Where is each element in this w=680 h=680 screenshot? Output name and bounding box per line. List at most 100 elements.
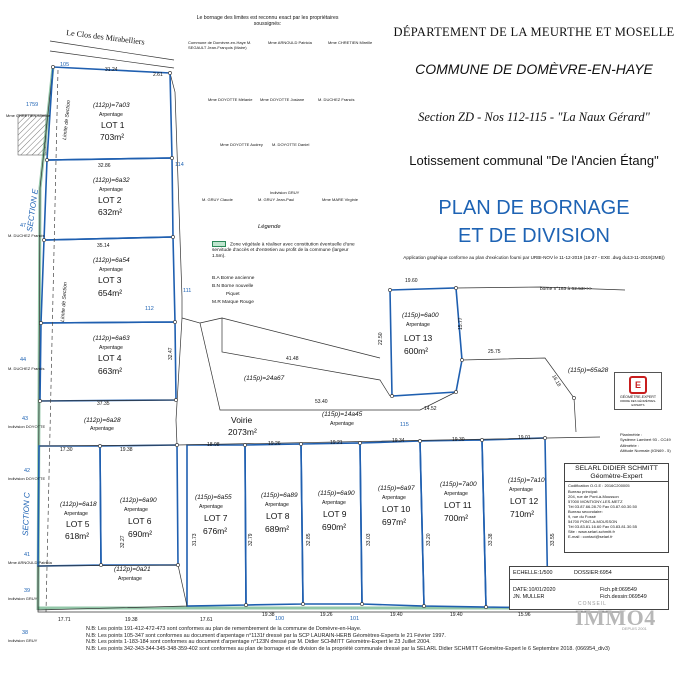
parcel-number: 111 bbox=[183, 288, 191, 294]
lot-5-area: 618m² bbox=[65, 531, 89, 541]
green-zone-swatch bbox=[212, 241, 226, 247]
note: N.B: Les points 191-412-472-473 sont con… bbox=[86, 626, 362, 632]
dimension: 19.40 bbox=[450, 612, 463, 618]
dimensions: 31.24 2.61 32.86 35.14 37.35 17.30 19.38… bbox=[58, 67, 562, 623]
dimension: 15.96 bbox=[518, 612, 531, 618]
lot-4-area: 663m² bbox=[98, 366, 122, 376]
department-title: DÉPARTEMENT DE LA MEURTHE ET MOSELLE bbox=[393, 25, 675, 39]
geometre-phone: Tél 03.87.66.28.70 Fax 03.87.60.30.50 bbox=[568, 504, 637, 509]
plan-title-line1: PLAN DE BORNAGE bbox=[438, 197, 630, 219]
geometre-website: Site : www.selarl-schmitt.fr bbox=[568, 529, 615, 534]
borne-marker bbox=[170, 156, 174, 160]
dimension: 19.34 bbox=[392, 438, 405, 444]
voirie-label: Voirie bbox=[231, 415, 253, 425]
parcel-number: 41 bbox=[24, 552, 30, 558]
parcel-number: 101 bbox=[350, 616, 359, 622]
legend-item-text: Zone végétale à réaliser avec constituti… bbox=[212, 242, 355, 259]
dimension: 35.14 bbox=[97, 243, 110, 249]
section-c-label: SECTION C bbox=[21, 492, 32, 536]
section-limit-label: Limite de Section bbox=[60, 282, 69, 322]
neighbour-name: Indivision DOYOTTE bbox=[8, 476, 45, 481]
borne-marker bbox=[173, 320, 177, 324]
dimension: 33.38 bbox=[488, 533, 494, 546]
signatory: M. DOYOTTE Daniel bbox=[272, 142, 310, 147]
street-name: Le Clos des Mirabelliers bbox=[66, 28, 145, 47]
legend-item-piquet: Piquet bbox=[226, 292, 240, 297]
lot-13-outline bbox=[389, 287, 463, 397]
lot-2-name: LOT 2 bbox=[98, 195, 122, 205]
signatory: M. GRUY Jean-Paul bbox=[258, 197, 295, 202]
lot-9-name: LOT 9 bbox=[323, 509, 347, 519]
neighbour-name: Indivision DOYOTTE bbox=[8, 424, 45, 429]
geometre-phone: Tél 03.83.81.16.60 Fax 03.83.81.30.55 bbox=[568, 524, 637, 529]
neighbour-name: M. DUCHEZ Francis bbox=[8, 366, 44, 371]
parcel-115p-14a45-arpentage: Arpentage bbox=[330, 421, 354, 427]
parcel-115p-24a67-ref: (115p)=24a67 bbox=[244, 375, 285, 382]
borne-marker bbox=[243, 443, 247, 447]
borne-marker bbox=[360, 602, 364, 606]
geometre-logo-icon: E bbox=[629, 376, 647, 394]
section-limit-label: Limite de Section bbox=[62, 100, 72, 140]
lot-10-ref: (115p)=6a97 bbox=[378, 485, 415, 492]
date-author-block: DATE:10/01/2020 JN. MULLER bbox=[513, 587, 555, 600]
dimension: 32.79 bbox=[248, 533, 254, 546]
signatory: Indivision GRUY bbox=[270, 190, 300, 195]
geometre-address: 57000 MONTIGNY-LES-METZ bbox=[568, 499, 623, 504]
lot-9-ref: (115p)=6a90 bbox=[318, 490, 355, 497]
lot-3-area: 654m² bbox=[98, 288, 122, 298]
dimension: 32.47 bbox=[168, 347, 174, 360]
geometre-address: 54700 PONT-A-MOUSSON bbox=[568, 519, 618, 524]
dimension: 32.85 bbox=[306, 533, 312, 546]
note: N.B: Les points 342-343-344-345-348-359-… bbox=[86, 645, 610, 652]
lot-2-area: 632m² bbox=[98, 207, 122, 217]
lot-7-area: 676m² bbox=[203, 526, 227, 536]
borne-marker bbox=[418, 439, 422, 443]
watermark-brand: IMMO4 bbox=[575, 605, 656, 630]
borne-marker bbox=[99, 563, 103, 567]
signatory: Mme DOYOTTE Audrey bbox=[220, 142, 263, 147]
signatory: Commune de Domèvre-en-Haye M. SEGAULT Je… bbox=[188, 40, 252, 50]
north-east-boundary bbox=[455, 286, 626, 291]
dimension: 2.61 bbox=[153, 72, 163, 78]
borne-marker bbox=[42, 238, 46, 242]
plan-title-line2: ET DE DIVISION bbox=[458, 225, 610, 247]
parcel-number: 105 bbox=[60, 62, 69, 68]
parcel-number: 38 bbox=[22, 630, 28, 636]
lot-10-arpentage: Arpentage bbox=[382, 495, 406, 501]
info-line: Altitude Normale (IGN69 - 5) bbox=[620, 448, 671, 454]
signatory: M. GRUY Claude bbox=[202, 197, 233, 202]
dimension: 19.38 bbox=[120, 447, 133, 453]
signatory: Mme DOYOTTE Mélanie bbox=[208, 97, 253, 102]
borne-marker bbox=[98, 444, 102, 448]
borne-marker bbox=[454, 390, 458, 394]
lot-labels: (112p)=7a03 Arpentage LOT 1 703m² (112p)… bbox=[60, 102, 609, 582]
lot-5-ref: (112p)=6a18 bbox=[60, 501, 97, 508]
neighbour-name: Mme CHRETIEN Mireille bbox=[6, 113, 51, 118]
neighbour-name: Mme ARNOULD Patricia bbox=[8, 560, 53, 565]
dimension: 31.73 bbox=[192, 533, 198, 546]
neighbour-name: Indivision GRUY bbox=[8, 596, 38, 601]
dimension: 15.77 bbox=[458, 317, 464, 330]
dimension: 19.30 bbox=[452, 437, 465, 443]
signatory: Mme ARNOULD Patricia bbox=[268, 40, 312, 45]
lot-11-ref: (115p)=7a00 bbox=[440, 481, 477, 488]
dimension: 18.98 bbox=[207, 442, 220, 448]
plan-author: JN. MULLER bbox=[513, 593, 545, 600]
lot-6-ref: (112p)=6a90 bbox=[120, 497, 157, 504]
borne-marker bbox=[454, 286, 458, 290]
voirie-area: 2073m² bbox=[228, 427, 257, 437]
dimension: 19.26 bbox=[268, 441, 281, 447]
lot-3-arpentage: Arpentage bbox=[99, 267, 123, 273]
legend-item-red-mark: M.R Marque Rouge bbox=[212, 300, 254, 305]
borne-marker bbox=[301, 602, 305, 606]
borne-note: borne n°183 à 62.53>>> bbox=[540, 286, 592, 292]
lot-6-name: LOT 6 bbox=[128, 516, 152, 526]
logo-line2: ORDRE DES GÉOMÈTRES-EXPERTS bbox=[619, 399, 657, 407]
lot-5-name: LOT 5 bbox=[66, 519, 90, 529]
lot-8-ref: (115p)=6a89 bbox=[261, 492, 298, 499]
parcel-112p-0a21-arpentage: Arpentage bbox=[118, 576, 142, 582]
geometre-bureau-secondaire: Bureau secondaire: bbox=[568, 509, 603, 514]
lot-12-ref: (115p)=7a10 bbox=[508, 477, 545, 484]
borne-marker bbox=[175, 443, 179, 447]
borne-marker bbox=[543, 436, 547, 440]
